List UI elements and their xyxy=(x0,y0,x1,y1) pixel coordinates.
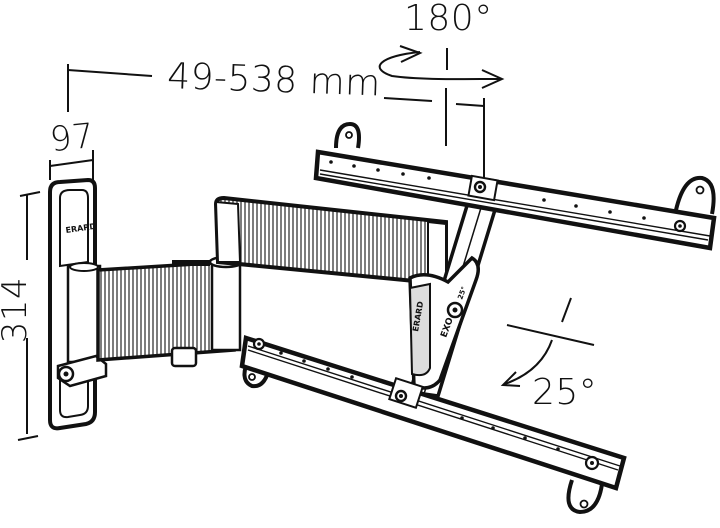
width-dimension xyxy=(67,64,485,182)
wall-plate-brand: ERARD xyxy=(65,222,97,235)
vesa-holes xyxy=(329,160,646,220)
depth-label: 97 xyxy=(48,115,97,161)
tilt-arrow-icon xyxy=(500,297,595,387)
vesa-holes xyxy=(279,351,560,451)
outer-arm xyxy=(213,195,448,287)
depth-dimension xyxy=(49,150,94,182)
width-range-label: 49-538 mm xyxy=(166,56,382,105)
tilt-angle-label: 25° xyxy=(532,372,598,413)
wall-plate: ERARD xyxy=(48,177,108,431)
height-label: 314 xyxy=(0,276,36,344)
inner-arm xyxy=(96,255,244,368)
lower-rail xyxy=(239,335,627,515)
swivel-angle-label: 180° xyxy=(404,0,493,39)
tilt-hub: ERARD EXO 25° xyxy=(407,194,501,398)
height-dimension xyxy=(17,191,41,441)
swivel-arrow-icon xyxy=(378,45,505,146)
upper-rail xyxy=(313,121,717,251)
